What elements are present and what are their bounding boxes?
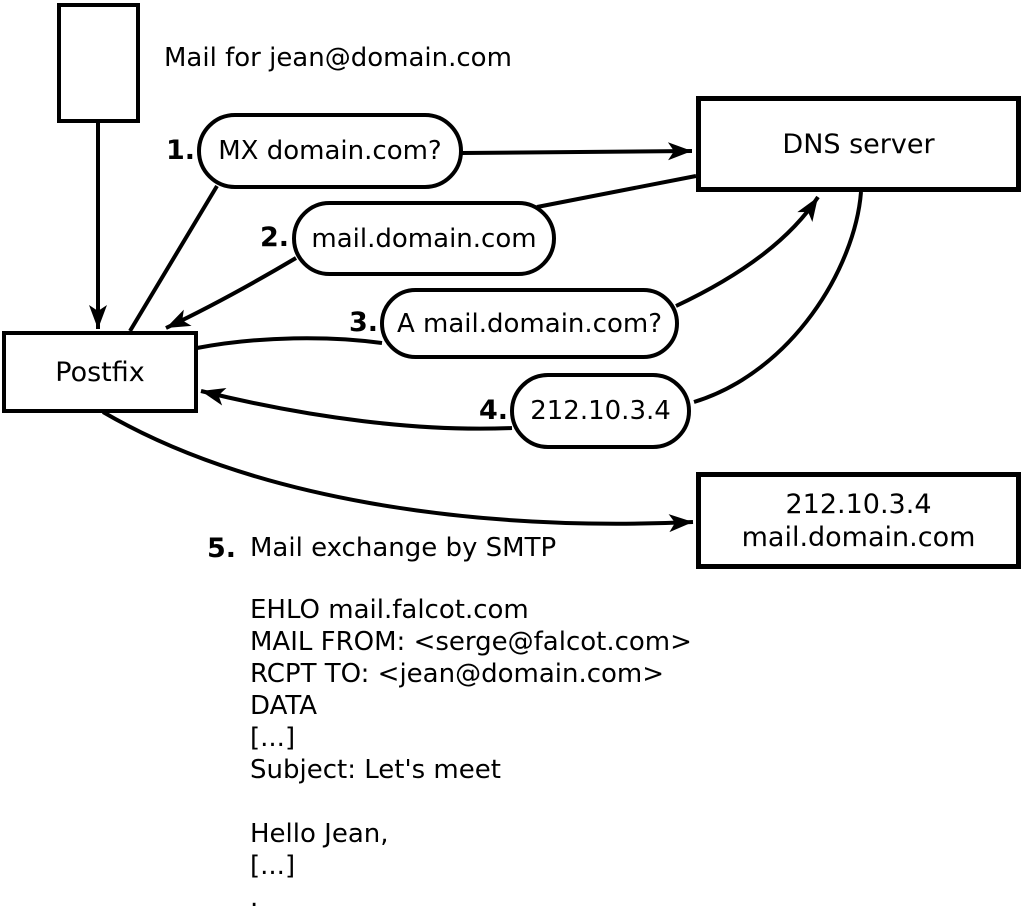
step-number-3: 3. <box>348 307 378 338</box>
pill-a-answer-label: 212.10.3.4 <box>530 396 671 426</box>
step-number-5: 5. <box>207 533 237 564</box>
pill-mx-answer: mail.domain.com <box>292 201 556 276</box>
mail-envelope-node <box>57 3 140 123</box>
mail-server-ip: 212.10.3.4 <box>785 488 932 520</box>
dns-server-label: DNS server <box>782 128 935 160</box>
pill-a-answer: 212.10.3.4 <box>510 373 691 449</box>
step-number-2: 2. <box>259 222 289 253</box>
connector-postfix-to-query1 <box>128 184 219 333</box>
postfix-label: Postfix <box>55 356 145 388</box>
smtp-session-text: EHLO mail.falcot.com MAIL FROM: <serge@f… <box>250 595 692 913</box>
pill-mx-query-label: MX domain.com? <box>218 136 442 166</box>
pill-mx-answer-label: mail.domain.com <box>311 223 537 254</box>
step-5-label: Mail exchange by SMTP <box>250 533 557 563</box>
mail-server-hostname: mail.domain.com <box>741 521 976 553</box>
dns-server-node: DNS server <box>696 96 1021 192</box>
step-number-1: 1. <box>165 135 195 166</box>
step-number-4: 4. <box>478 395 508 426</box>
pill-mx-query: MX domain.com? <box>197 113 463 189</box>
pill-a-query: A mail.domain.com? <box>380 288 679 359</box>
mail-for-note: Mail for jean@domain.com <box>164 43 512 73</box>
connector-answer2-to-postfix <box>165 256 298 330</box>
connector-query3-to-dns <box>675 195 820 308</box>
connector-dns-to-answer2 <box>536 174 697 209</box>
mail-server-node: 212.10.3.4 mail.domain.com <box>696 472 1021 569</box>
connector-dns-to-answer4 <box>693 191 863 404</box>
postfix-node: Postfix <box>2 331 198 413</box>
pill-a-query-label: A mail.domain.com? <box>397 308 662 339</box>
connector-answer4-to-postfix <box>200 388 513 431</box>
connector-query1-to-dns <box>461 142 693 161</box>
connector-postfix-to-query3 <box>196 336 383 350</box>
